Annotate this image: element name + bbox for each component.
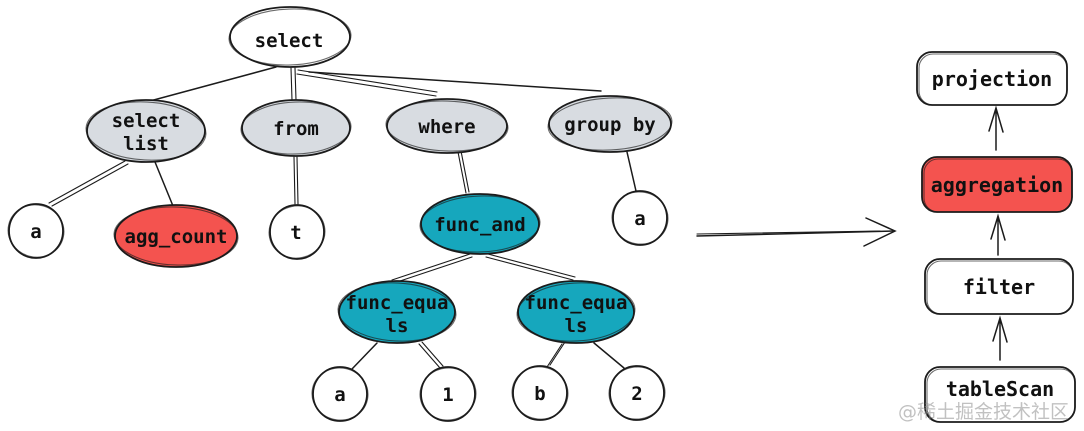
up-arrow: [990, 213, 1006, 256]
tree-edge: [485, 253, 576, 281]
node-label: b: [534, 383, 545, 405]
tree-edge: [351, 342, 378, 370]
ast-node-col-a: a: [7, 203, 65, 259]
tree-edge: [593, 342, 625, 369]
tree-edge: [154, 161, 174, 207]
plan-arrows: [988, 105, 1008, 361]
tree-edge: [290, 67, 297, 101]
plan-node-table-scan: tableScan: [924, 366, 1076, 423]
ast-node-where: where: [385, 98, 509, 154]
tree-edge: [626, 151, 637, 192]
tree-edge: [391, 253, 473, 284]
node-label: 2: [631, 383, 642, 405]
ast-node-leaf-1: 1: [419, 366, 477, 422]
tree-edge: [293, 156, 299, 205]
ast-node-leaf-2: 2: [608, 365, 666, 421]
ast-node-func-and: func_and: [419, 193, 541, 255]
node-label: t: [290, 222, 301, 244]
node-label: agg_count: [125, 226, 228, 248]
ast-node-select-list: select list: [85, 99, 207, 163]
node-label: func_equa: [525, 292, 628, 314]
node-label: func_and: [434, 214, 526, 236]
up-arrow: [988, 105, 1004, 151]
plan-label: tableScan: [946, 377, 1054, 401]
plan-label: filter: [963, 275, 1035, 299]
plan-label: projection: [932, 67, 1052, 91]
tree-edge: [296, 69, 438, 97]
tree-edge: [149, 66, 277, 102]
node-label: group by: [564, 114, 656, 136]
node-label: func_equa: [346, 292, 449, 314]
ast-node-select: select: [228, 6, 352, 68]
plan-node-aggregation: aggregation: [921, 156, 1073, 213]
ast-node-leaf-a: a: [311, 366, 369, 422]
node-label: a: [634, 208, 645, 230]
node-label: list: [123, 133, 169, 155]
tree-edge: [457, 150, 470, 194]
ast-node-leaf-b: b: [511, 365, 569, 421]
node-label: where: [418, 116, 475, 138]
plan-node-projection: projection: [916, 51, 1068, 106]
tree-edge: [418, 341, 444, 369]
transform-arrow: [696, 217, 897, 247]
ast-node-from: from: [240, 99, 352, 157]
node-label: ls: [565, 315, 588, 337]
node-label: select: [255, 30, 324, 52]
ast-node-agg-count: agg_count: [113, 204, 239, 268]
ast-node-table-t: t: [268, 204, 326, 260]
plan-node-filter: filter: [924, 258, 1074, 315]
ast-node-func-equals-right: func_equa ls: [516, 280, 636, 344]
ast-node-group-by: group by: [547, 95, 673, 153]
node-label: a: [334, 384, 345, 406]
ast-node-group-col-a: a: [611, 190, 669, 246]
tree-edge: [48, 160, 129, 207]
tree-edge: [308, 71, 602, 92]
tree-edge: [546, 341, 566, 368]
node-label: a: [30, 221, 41, 243]
ast-node-func-equals-left: func_equa ls: [337, 280, 457, 344]
tree-edges: [48, 66, 637, 370]
node-label: 1: [442, 384, 453, 406]
node-label: ls: [386, 315, 409, 337]
node-label: from: [273, 118, 319, 140]
up-arrow: [992, 315, 1008, 361]
plan-label: aggregation: [931, 173, 1063, 197]
node-label: select: [112, 110, 181, 132]
watermark-text: @稀土掘金技术社区: [898, 401, 1069, 423]
